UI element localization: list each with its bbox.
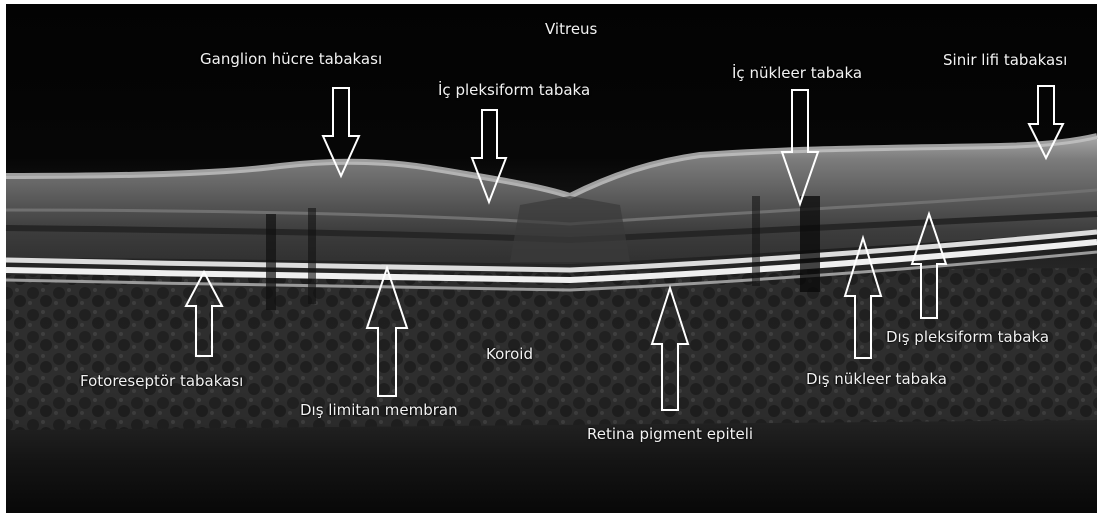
label-retina-pigment: Retina pigment epiteli	[587, 425, 753, 443]
label-vitreus: Vitreus	[545, 20, 597, 38]
label-dis-pleksiform: Dış pleksiform tabaka	[886, 328, 1049, 346]
label-ic-nukleer: İç nükleer tabaka	[732, 64, 862, 82]
label-ic-pleksiform: İç pleksiform tabaka	[438, 81, 590, 99]
label-dis-limitan: Dış limitan membran	[300, 401, 458, 419]
label-sinir-lifi: Sinir lifi tabakası	[943, 51, 1067, 69]
choroid-region	[6, 268, 1097, 430]
foveal-pit	[510, 196, 630, 262]
label-fotoreseptor: Fotoreseptör tabakası	[80, 372, 243, 390]
vessel-shadow	[308, 208, 316, 304]
label-koroid: Koroid	[486, 345, 533, 363]
label-dis-nukleer: Dış nükleer tabaka	[806, 370, 947, 388]
label-ganglion: Ganglion hücre tabakası	[200, 50, 382, 68]
vessel-shadow	[752, 196, 760, 286]
vessel-shadow	[800, 196, 820, 292]
vessel-shadow	[266, 214, 276, 310]
